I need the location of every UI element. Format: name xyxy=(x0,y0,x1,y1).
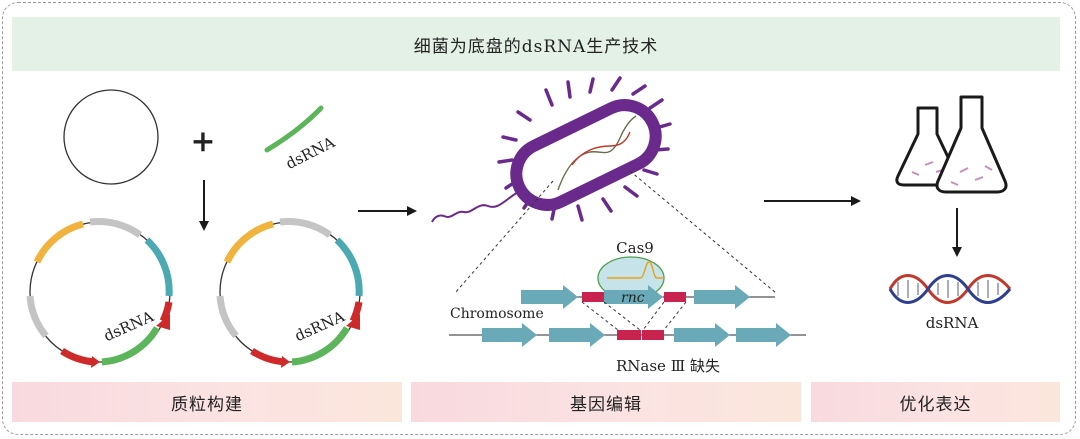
cas9-label: Cas9 xyxy=(616,239,654,257)
chromosome-strand xyxy=(557,115,637,191)
chromosome-wildtype: rnc xyxy=(521,285,775,309)
plasmid-strand xyxy=(571,131,631,166)
diagram-title: 细菌为底盘的dsRNA生产技术 xyxy=(413,36,659,57)
gene-arrow xyxy=(521,285,578,309)
plasmid-segment-yellow xyxy=(223,220,274,264)
plasmid-segment-red-bottom xyxy=(250,348,286,366)
dsrna-product-label: dsRNA xyxy=(926,314,979,332)
rnc-gene-arrow xyxy=(604,285,663,309)
rnc-label: rnc xyxy=(621,290,645,306)
section-label-plasmid-construction: 质粒构建 xyxy=(171,394,243,415)
gene-arrow xyxy=(549,323,605,347)
section-band-expression: 优化表达 xyxy=(811,382,1060,422)
plasmid-segment-yellow xyxy=(33,220,84,264)
recombination-line-1 xyxy=(581,301,619,331)
homology-arm-left xyxy=(582,292,604,302)
gene-arrow xyxy=(482,323,537,347)
dsrna-fragment xyxy=(264,105,324,153)
chromosome-edited xyxy=(449,323,806,347)
recombination-line-2 xyxy=(603,301,641,331)
bacterium xyxy=(431,76,672,223)
plasmid-segment-teal xyxy=(144,237,173,297)
empty-plasmid-circle xyxy=(63,89,159,185)
flagellum xyxy=(431,191,519,223)
plasmid-segment-dsrna xyxy=(101,326,161,366)
chromosome-label: Chromosome xyxy=(450,306,544,322)
gene-arrow xyxy=(674,323,730,347)
section-band-editing: 基因编辑 xyxy=(411,382,801,422)
plasmid-segment-gray xyxy=(279,217,333,238)
plasmid-segment-gray-left xyxy=(26,295,49,339)
recombination-line-4 xyxy=(663,301,687,331)
plasmid-segment-red-bottom xyxy=(60,348,96,366)
plasmid-segment-teal xyxy=(334,237,363,297)
recombination-line-3 xyxy=(642,301,665,331)
section-label-optimized-expression: 优化表达 xyxy=(899,394,972,415)
homology-arm-right xyxy=(642,330,664,340)
recombinant-plasmid-1: dsRNA xyxy=(26,217,173,368)
guide-rna xyxy=(607,261,664,279)
gene-arrow xyxy=(736,323,791,347)
homology-arm-right xyxy=(664,292,686,302)
plasmid-segment-gray-left xyxy=(216,295,239,339)
plasmid-segment-dsrna xyxy=(291,326,351,366)
zoom-line-left xyxy=(454,180,554,294)
rnase-deletion-label: RNase Ⅲ 缺失 xyxy=(616,357,720,375)
zoom-line-right xyxy=(629,170,777,294)
section-band-plasmid: 质粒构建 xyxy=(12,382,402,422)
section-label-gene-editing: 基因编辑 xyxy=(570,394,642,415)
bacterium-cell xyxy=(510,99,662,211)
dsrna-fragment-label: dsRNA xyxy=(283,133,338,173)
dsrna-double-helix xyxy=(888,274,1012,304)
homology-arm-left xyxy=(617,330,641,340)
title-band: 细菌为底盘的dsRNA生产技术 xyxy=(12,17,1060,71)
plasmid-segment-gray xyxy=(89,217,143,238)
flask-front xyxy=(935,95,1008,194)
recombinant-plasmid-2: dsRNA xyxy=(216,217,363,368)
gene-arrow xyxy=(694,285,750,309)
plus-sign: + xyxy=(190,124,215,159)
